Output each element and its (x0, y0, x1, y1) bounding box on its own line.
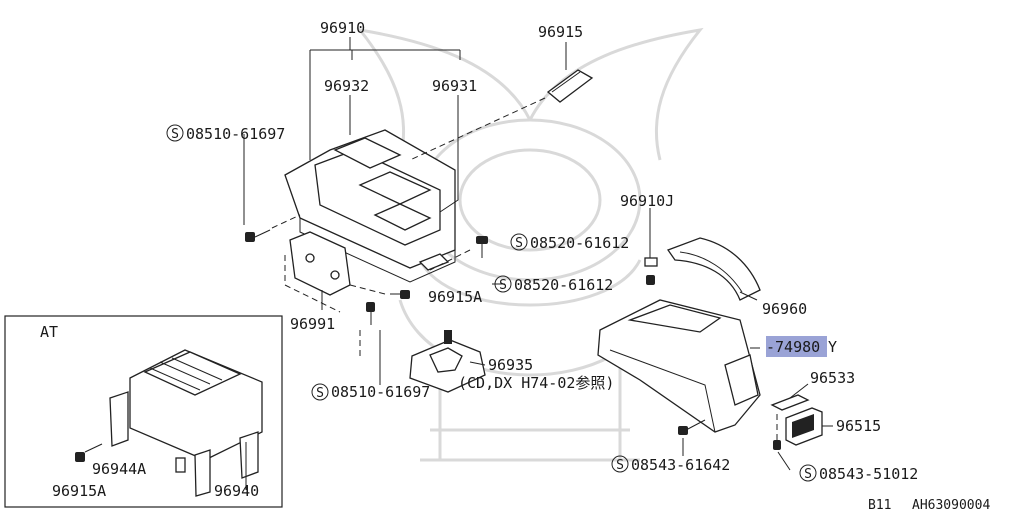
label-96932: 96932 (324, 77, 369, 95)
label-96935-note: (CD,DX H74-02参照) (458, 374, 614, 392)
label-96533: 96533 (810, 369, 855, 387)
label-at: AT (40, 323, 58, 341)
label-96910: 96910 (320, 19, 365, 37)
label-96915a-main: 96915A (428, 288, 482, 306)
at-inset (4, 315, 283, 508)
screw-96915a (349, 284, 410, 299)
label-08543-b: 08543-51012 (819, 465, 918, 483)
screw-08510-bottom (359, 302, 375, 360)
label-96515: 96515 (836, 417, 881, 435)
footer-section: B11 (868, 498, 891, 510)
clip-96910j (644, 257, 658, 285)
label-96960: 96960 (762, 300, 807, 318)
label-74980y: -74980 (766, 338, 820, 356)
label-08510-top: 08510-61697 (186, 125, 285, 143)
screw-08520-a (429, 236, 488, 271)
label-96931: 96931 (432, 77, 477, 95)
plate-96533 (770, 394, 810, 411)
label-96915a-at: 96915A (52, 482, 106, 500)
label-96944a: 96944A (92, 460, 146, 478)
highlight-box (766, 336, 827, 357)
label-08510-bottom: 08510-61697 (331, 383, 430, 401)
bracket-96991 (284, 231, 351, 313)
label-74980y-suffix: Y (828, 338, 837, 356)
leader-lines (243, 37, 833, 471)
footer-code: AH63090004 (912, 498, 990, 510)
console-96910 (284, 129, 456, 283)
cover-96915 (409, 69, 594, 161)
label-96915: 96915 (538, 23, 583, 41)
console-74980y (597, 299, 761, 433)
symbol-s: S (804, 467, 812, 482)
switch-96515 (785, 407, 823, 446)
s-symbols: S S S S S S (166, 124, 817, 482)
label-96910j: 96910J (620, 192, 674, 210)
screw-08510-top (245, 214, 301, 242)
symbol-s: S (499, 278, 507, 293)
label-96991: 96991 (290, 315, 335, 333)
label-08520-b: 08520-61612 (514, 276, 613, 294)
screw-08543-b (773, 412, 781, 450)
symbol-s: S (316, 386, 324, 401)
symbol-s: S (515, 236, 523, 251)
cover-96960 (666, 237, 761, 301)
symbol-s: S (171, 127, 179, 142)
label-08543-a: 08543-61642 (631, 456, 730, 474)
label-08520-a: 08520-61612 (530, 234, 629, 252)
symbol-s: S (616, 458, 624, 473)
screw-08543-a (678, 419, 706, 435)
label-96940: 96940 (214, 482, 259, 500)
boot-96935 (409, 330, 486, 393)
label-96935: 96935 (488, 356, 533, 374)
